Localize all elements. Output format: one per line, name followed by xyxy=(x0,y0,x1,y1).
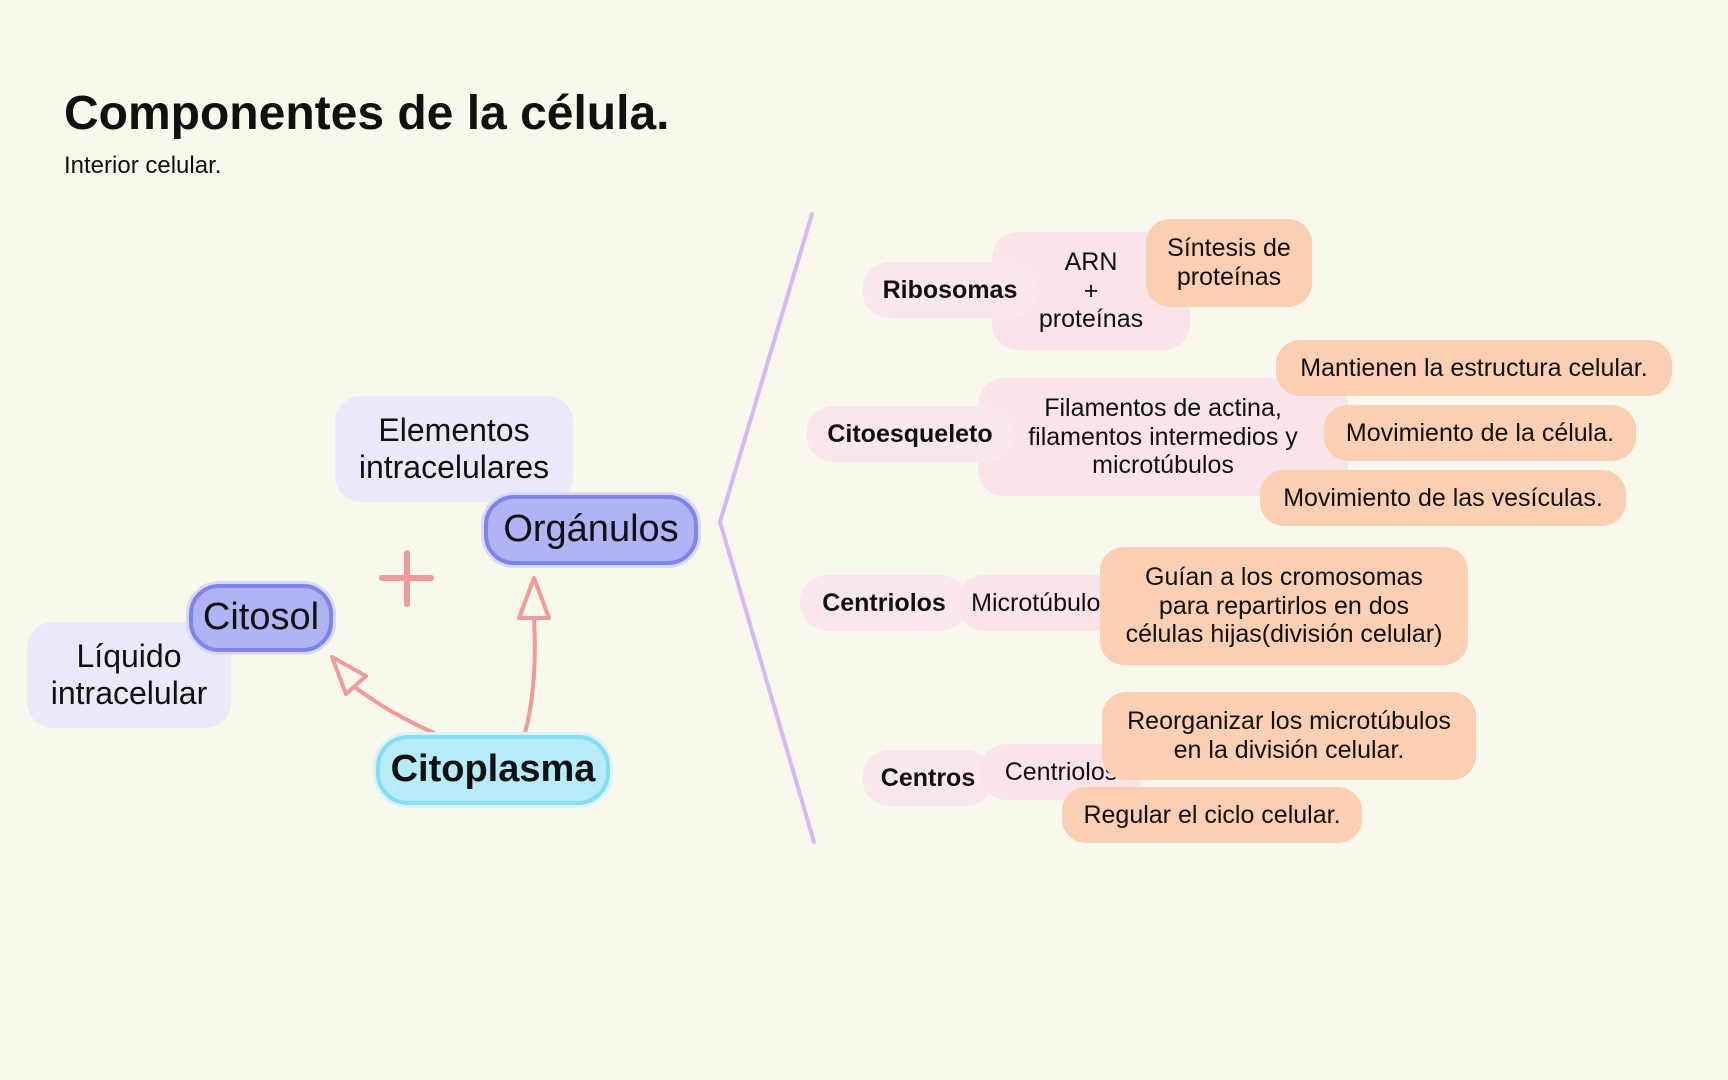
citoesqueleto-function-2: Movimiento de la célula. xyxy=(1324,405,1636,461)
page-subtitle: Interior celular. xyxy=(64,152,222,179)
brace-line xyxy=(718,212,816,844)
arrow-head-citosol xyxy=(330,655,368,696)
centriolos-composition: Microtúbulos xyxy=(958,575,1126,631)
function-line: Síntesis de xyxy=(1167,234,1291,263)
composition-line: ARN xyxy=(1064,247,1118,276)
arrow-to-organulos xyxy=(523,617,537,734)
composition-line: + xyxy=(1083,276,1099,305)
citoesqueleto-function-1: Mantienen la estructura celular. xyxy=(1276,340,1672,396)
arrow-head-organulos xyxy=(517,576,551,620)
composition-line: proteínas xyxy=(1038,305,1144,334)
function-line: en la división celular. xyxy=(1173,736,1405,764)
composition-line: Filamentos de actina, xyxy=(1044,393,1282,422)
node-citosol: Citosol xyxy=(189,584,333,652)
node-organulos: Orgánulos xyxy=(484,495,698,565)
node-citoplasma: Citoplasma xyxy=(376,735,610,805)
ribosomas-function: Síntesis de proteínas xyxy=(1146,219,1312,307)
node-text-line: Elementos xyxy=(378,412,530,449)
node-citoesqueleto: Citoesqueleto xyxy=(806,406,1014,462)
composition-line: microtúbulos xyxy=(1092,451,1234,480)
centros-function-1: Reorganizar los microtúbulos en la divis… xyxy=(1102,692,1476,780)
function-line: para repartirlos en dos xyxy=(1158,591,1410,620)
arrow-to-citosol xyxy=(351,684,437,736)
node-ribosomas: Ribosomas xyxy=(862,262,1038,318)
page-title: Componentes de la célula. xyxy=(64,87,670,140)
node-centriolos: Centriolos xyxy=(800,575,968,631)
centros-function-2: Regular el ciclo celular. xyxy=(1062,787,1362,843)
plus-icon xyxy=(379,550,434,607)
citoesqueleto-function-3: Movimiento de las vesículas. xyxy=(1260,470,1626,526)
node-text-line: intracelular xyxy=(50,675,208,711)
centriolos-function: Guían a los cromosomas para repartirlos … xyxy=(1100,547,1468,665)
function-line: Guían a los cromosomas xyxy=(1145,562,1423,591)
composition-line: filamentos intermedios y xyxy=(1028,422,1298,451)
node-text-line: intracelulares xyxy=(358,449,550,485)
function-line: proteínas xyxy=(1176,263,1282,291)
node-elementos-intracelulares: Elementos intracelulares xyxy=(335,396,573,502)
node-text-line: Líquido xyxy=(76,638,182,675)
function-line: células hijas(división celular) xyxy=(1125,620,1443,649)
function-line: Reorganizar los microtúbulos xyxy=(1127,707,1451,736)
node-centros: Centros xyxy=(862,750,994,806)
